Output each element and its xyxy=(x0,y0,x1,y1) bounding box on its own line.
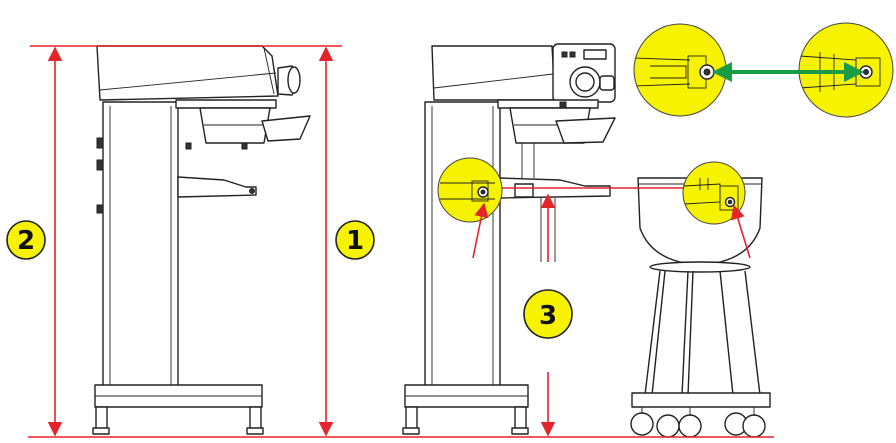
dimension-lines xyxy=(28,45,774,438)
marker-3: 3 xyxy=(523,289,573,339)
trolley-leg xyxy=(744,270,761,396)
nozzle-end xyxy=(287,66,301,94)
marker-2-circle xyxy=(6,220,46,260)
trolley-leg xyxy=(687,270,694,396)
zoom-bolt-center xyxy=(863,69,869,75)
caster-wheel xyxy=(742,414,766,438)
panel-button xyxy=(569,51,576,58)
head-edge-line xyxy=(263,47,275,95)
caster-wheel xyxy=(656,414,680,438)
marker-1-circle xyxy=(335,220,375,260)
detail-bracket xyxy=(719,185,739,211)
base-foot xyxy=(405,406,418,430)
trolley-leg xyxy=(719,270,734,396)
foot-pad xyxy=(246,427,264,435)
trolley-plate xyxy=(649,261,751,273)
detail-bolt-center xyxy=(727,199,733,205)
zoom-arm-line xyxy=(634,83,691,87)
arm-detail-callout xyxy=(437,157,503,259)
trolley-leg xyxy=(644,270,661,396)
mixer-head xyxy=(431,45,556,101)
mixer-head xyxy=(96,45,279,101)
foot-pad xyxy=(511,427,529,435)
marker-1: 1 xyxy=(335,220,375,260)
side-knob xyxy=(96,204,104,214)
marker-2: 2 xyxy=(6,220,46,260)
arm-pin xyxy=(249,188,255,194)
speed-knob-inner xyxy=(575,72,595,92)
hub-bolt xyxy=(241,142,248,150)
side-knob xyxy=(96,159,104,171)
head-underside xyxy=(175,99,277,109)
arm-pointer-arrow xyxy=(472,202,489,259)
hub-bolt xyxy=(559,101,567,109)
caster-wheel xyxy=(678,414,702,438)
marker-3-label: 3 xyxy=(539,301,557,331)
base-foot xyxy=(249,406,262,430)
zoom-arm-slot xyxy=(650,65,687,79)
head-underside xyxy=(497,99,599,109)
bowl-pointer-arrow xyxy=(730,204,751,259)
attachment-hub xyxy=(599,75,615,91)
detail-bolt-center xyxy=(480,189,486,195)
marker-1-label: 1 xyxy=(346,226,364,256)
zoom-detail-arm xyxy=(633,23,727,117)
marker-3-circle xyxy=(523,289,573,339)
mixer-front-view xyxy=(402,43,616,435)
bowl-highlight-circle xyxy=(682,161,746,225)
bowl-guard-chute xyxy=(555,117,616,144)
bowl-detail-callout xyxy=(682,161,751,259)
marker-2-label: 2 xyxy=(17,226,35,256)
base-foot xyxy=(95,406,108,430)
caster-wheel xyxy=(630,412,654,436)
panel-button xyxy=(561,51,568,58)
bowl-hub xyxy=(199,107,271,144)
foot-pad xyxy=(92,427,110,435)
trolley-leg xyxy=(681,270,689,396)
side-knob xyxy=(96,137,104,149)
head-stripe xyxy=(99,72,277,91)
arm-clamp xyxy=(514,183,534,198)
mixer-column xyxy=(424,101,501,388)
mixer-column xyxy=(102,101,179,388)
base-foot xyxy=(514,406,527,430)
arm-highlight-circle xyxy=(437,157,503,223)
zoom-bolt-center xyxy=(703,68,711,76)
mixer-side-view xyxy=(92,45,311,435)
bowl-guard-chute xyxy=(261,115,311,142)
trolley-frame xyxy=(631,392,771,408)
zoom-arm-line xyxy=(634,57,691,61)
foot-pad xyxy=(402,427,420,435)
bowl-lift-arm xyxy=(177,176,257,198)
panel-display xyxy=(583,49,607,60)
trolley-leg xyxy=(651,270,666,396)
head-stripe xyxy=(433,73,554,89)
hub-bolt xyxy=(185,142,192,150)
